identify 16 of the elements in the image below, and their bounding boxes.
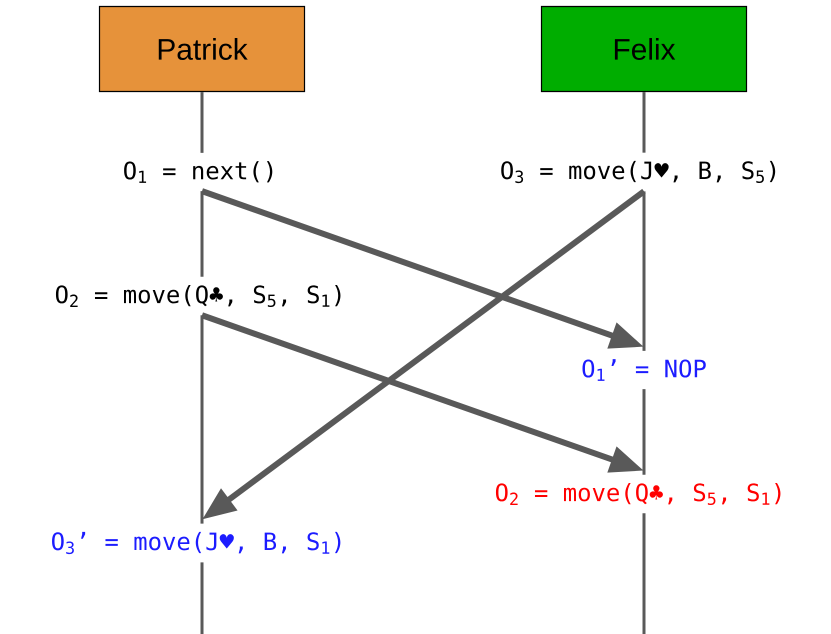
code-label: O$_{2}$ = move(Q♣, S$_{5}$, S$_{1}$) (56, 284, 340, 308)
lifeline (642, 92, 646, 153)
lifeline (200, 191, 204, 277)
lifeline (642, 389, 646, 475)
code-label: O$_{2}$ = move(Q♣, S$_{5}$, S$_{1}$) (496, 482, 780, 506)
actor-box: Felix (540, 6, 748, 92)
code-label: O$_{3}$’ = move(J♥, B, S$_{1}$) (52, 532, 340, 554)
code-label: O$_{3}$ = move(J♥, B, S$_{5}$) (501, 160, 776, 184)
lifeline (642, 191, 646, 351)
lifeline (200, 92, 204, 153)
lifeline (642, 513, 646, 634)
lifeline (200, 315, 204, 524)
actor-box: Patrick (98, 6, 306, 92)
lifeline (200, 562, 204, 634)
code-label: O$_{1}$ = next() (124, 161, 272, 183)
code-label: O$_{1}$’ = NOP (582, 359, 706, 381)
